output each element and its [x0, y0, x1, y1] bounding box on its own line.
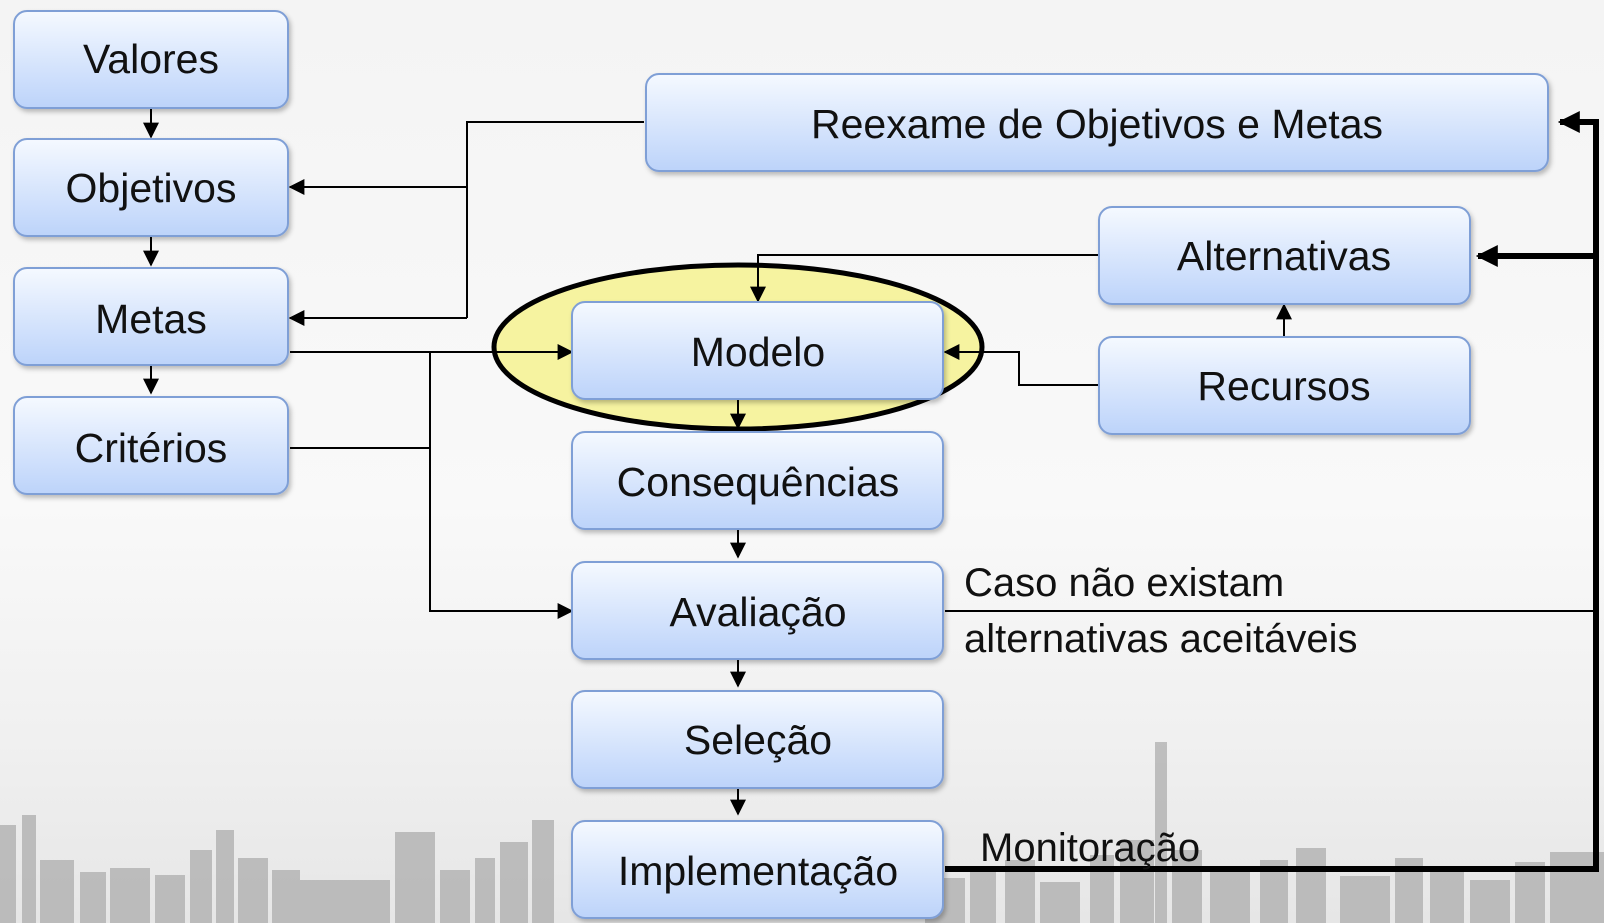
- caso-annotation-line1: Caso não existam: [964, 561, 1284, 605]
- alternativas-modelo-connector: [750, 254, 1099, 303]
- node-metas[interactable]: Metas: [13, 267, 289, 366]
- node-criterios[interactable]: Critérios: [13, 396, 289, 495]
- metas-criterios-connector: [290, 344, 574, 619]
- recursos-connector: [943, 303, 1292, 386]
- caso-annotation-line2: alternativas aceitáveis: [964, 617, 1358, 661]
- skyline-background: [0, 742, 1604, 923]
- node-selecao[interactable]: Seleção: [571, 690, 944, 789]
- node-criterios-label: Critérios: [75, 425, 228, 471]
- node-consequencias-label: Consequências: [617, 459, 900, 505]
- node-valores[interactable]: Valores: [13, 10, 289, 109]
- node-avaliacao[interactable]: Avaliação: [571, 561, 944, 660]
- node-modelo-label: Modelo: [691, 329, 825, 375]
- reexame-feedback-connector: [288, 121, 644, 326]
- node-objetivos-label: Objetivos: [66, 165, 237, 211]
- node-metas-label: Metas: [95, 296, 207, 342]
- node-implementacao-label: Implementação: [618, 848, 898, 894]
- node-alternativas[interactable]: Alternativas: [1098, 206, 1471, 305]
- monitoracao-annotation: Monitoração: [980, 826, 1200, 870]
- monitoracao-loop-connector: [945, 111, 1599, 872]
- node-implementacao[interactable]: Implementação: [571, 820, 944, 919]
- node-recursos[interactable]: Recursos: [1098, 336, 1471, 435]
- node-recursos-label: Recursos: [1197, 363, 1370, 409]
- node-objetivos[interactable]: Objetivos: [13, 138, 289, 237]
- node-avaliacao-label: Avaliação: [669, 589, 846, 635]
- node-alternativas-label: Alternativas: [1177, 233, 1391, 279]
- node-consequencias[interactable]: Consequências: [571, 431, 944, 530]
- node-modelo[interactable]: Modelo: [571, 301, 944, 400]
- node-valores-label: Valores: [83, 36, 219, 82]
- node-selecao-label: Seleção: [684, 717, 832, 763]
- node-reexame-label: Reexame de Objetivos e Metas: [811, 101, 1383, 147]
- node-reexame[interactable]: Reexame de Objetivos e Metas: [645, 73, 1549, 172]
